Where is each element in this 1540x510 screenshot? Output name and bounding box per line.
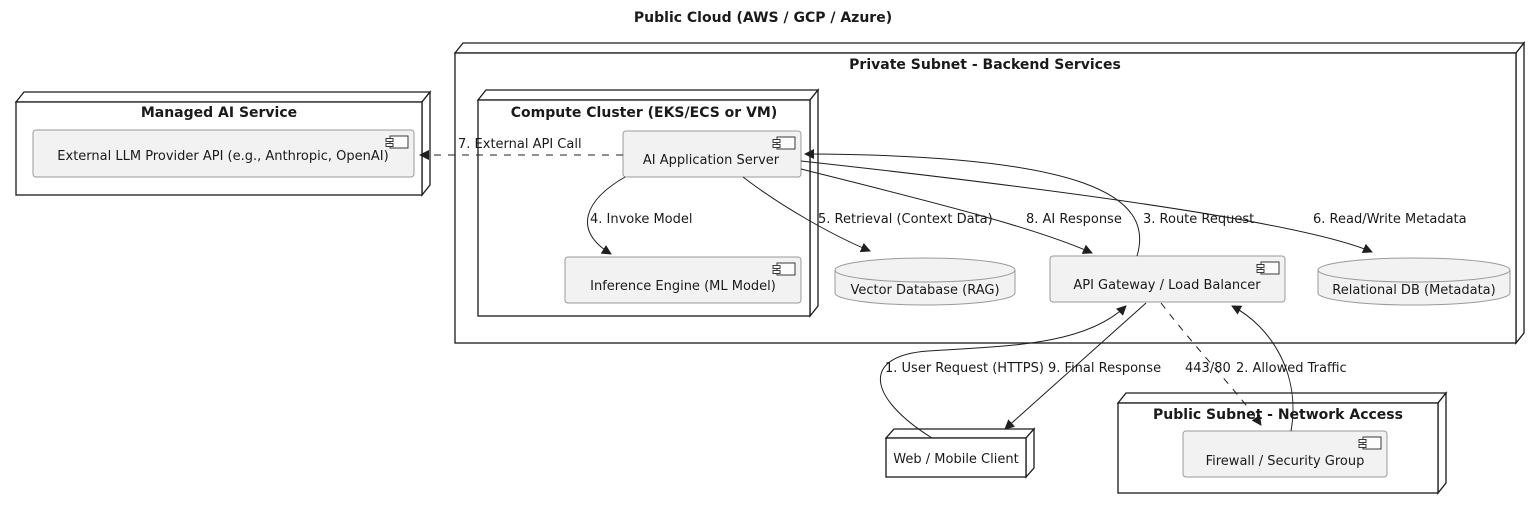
llm-provider-api-label: External LLM Provider API (e.g., Anthrop… [57, 149, 388, 164]
edge-label-retrieval: 5. Retrieval (Context Data) [818, 212, 993, 227]
ai-application-server-label: AI Application Server [643, 153, 780, 168]
managed-ai-service-title: Managed AI Service [141, 105, 297, 121]
edge-read-write-metadata [800, 160, 1373, 254]
component-icon [772, 136, 796, 150]
component-firewall: Firewall / Security Group [1182, 430, 1388, 478]
component-inference-engine: Inference Engine (ML Model) [564, 256, 802, 304]
edge-route-request [804, 149, 1141, 257]
database-vector-db: Vector Database (RAG) [834, 257, 1016, 306]
firewall-label: Firewall / Security Group [1206, 454, 1365, 469]
edge-label-allowed-traffic: 2. Allowed Traffic [1236, 361, 1347, 376]
component-api-gateway: API Gateway / Load Balancer [1049, 255, 1286, 303]
edge-label-route-request: 3. Route Request [1143, 212, 1254, 227]
edge-user-request [880, 305, 1127, 439]
diagram-title: Public Cloud (AWS / GCP / Azure) [634, 10, 892, 26]
edge-retrieval [742, 176, 871, 253]
edge-label-read-write-metadata: 6. Read/Write Metadata [1313, 212, 1467, 227]
web-mobile-client-label: Web / Mobile Client [893, 452, 1018, 467]
edge-port-443-80 [1160, 302, 1262, 426]
edge-label-invoke-model: 4. Invoke Model [590, 212, 692, 227]
relational-db-label: Relational DB (Metadata) [1332, 283, 1495, 298]
api-gateway-label: API Gateway / Load Balancer [1073, 278, 1261, 293]
edge-invoke-model [587, 176, 626, 255]
edge-label-external-api-call: 7. External API Call [458, 137, 582, 152]
node-web-mobile-client: Web / Mobile Client [884, 427, 1036, 479]
component-icon [1358, 436, 1382, 450]
edge-label-user-request: 1. User Request (HTTPS) [885, 361, 1044, 376]
vector-db-label: Vector Database (RAG) [850, 283, 999, 298]
database-relational-db: Relational DB (Metadata) [1317, 257, 1511, 306]
edge-label-port: 443/80 [1185, 361, 1231, 376]
edge-final-response [1004, 302, 1147, 430]
component-ai-application-server: AI Application Server [622, 130, 802, 178]
edge-label-ai-response: 8. AI Response [1026, 212, 1122, 227]
public-subnet-title: Public Subnet - Network Access [1153, 407, 1403, 423]
edge-label-final-response: 9. Final Response [1048, 361, 1161, 376]
private-subnet-title: Private Subnet - Backend Services [849, 57, 1121, 73]
component-icon [1256, 261, 1280, 275]
compute-cluster-title: Compute Cluster (EKS/ECS or VM) [511, 105, 778, 121]
inference-engine-label: Inference Engine (ML Model) [590, 279, 776, 294]
component-llm-provider-api: External LLM Provider API (e.g., Anthrop… [32, 129, 415, 178]
component-icon [385, 135, 409, 149]
edge-allowed-traffic [1231, 305, 1294, 432]
component-icon [772, 262, 796, 276]
edge-ai-response [800, 168, 1093, 254]
